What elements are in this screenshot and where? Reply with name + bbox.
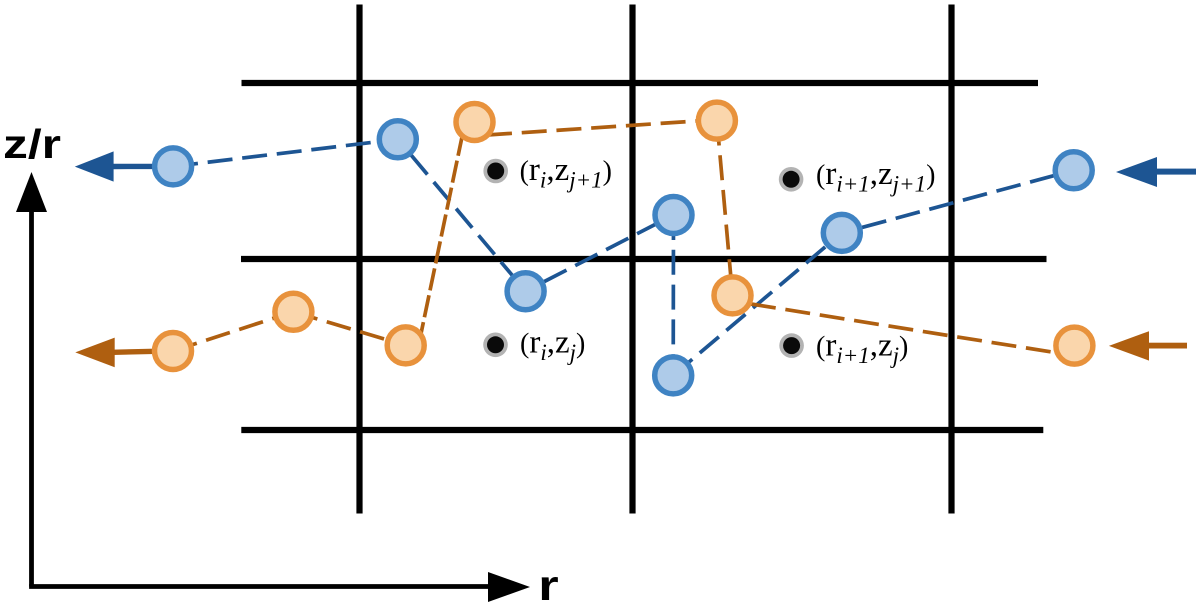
svg-text:z/r: z/r xyxy=(3,121,61,167)
svg-text:(ri,zj): (ri,zj) xyxy=(520,325,585,366)
svg-text:r: r xyxy=(538,562,558,610)
